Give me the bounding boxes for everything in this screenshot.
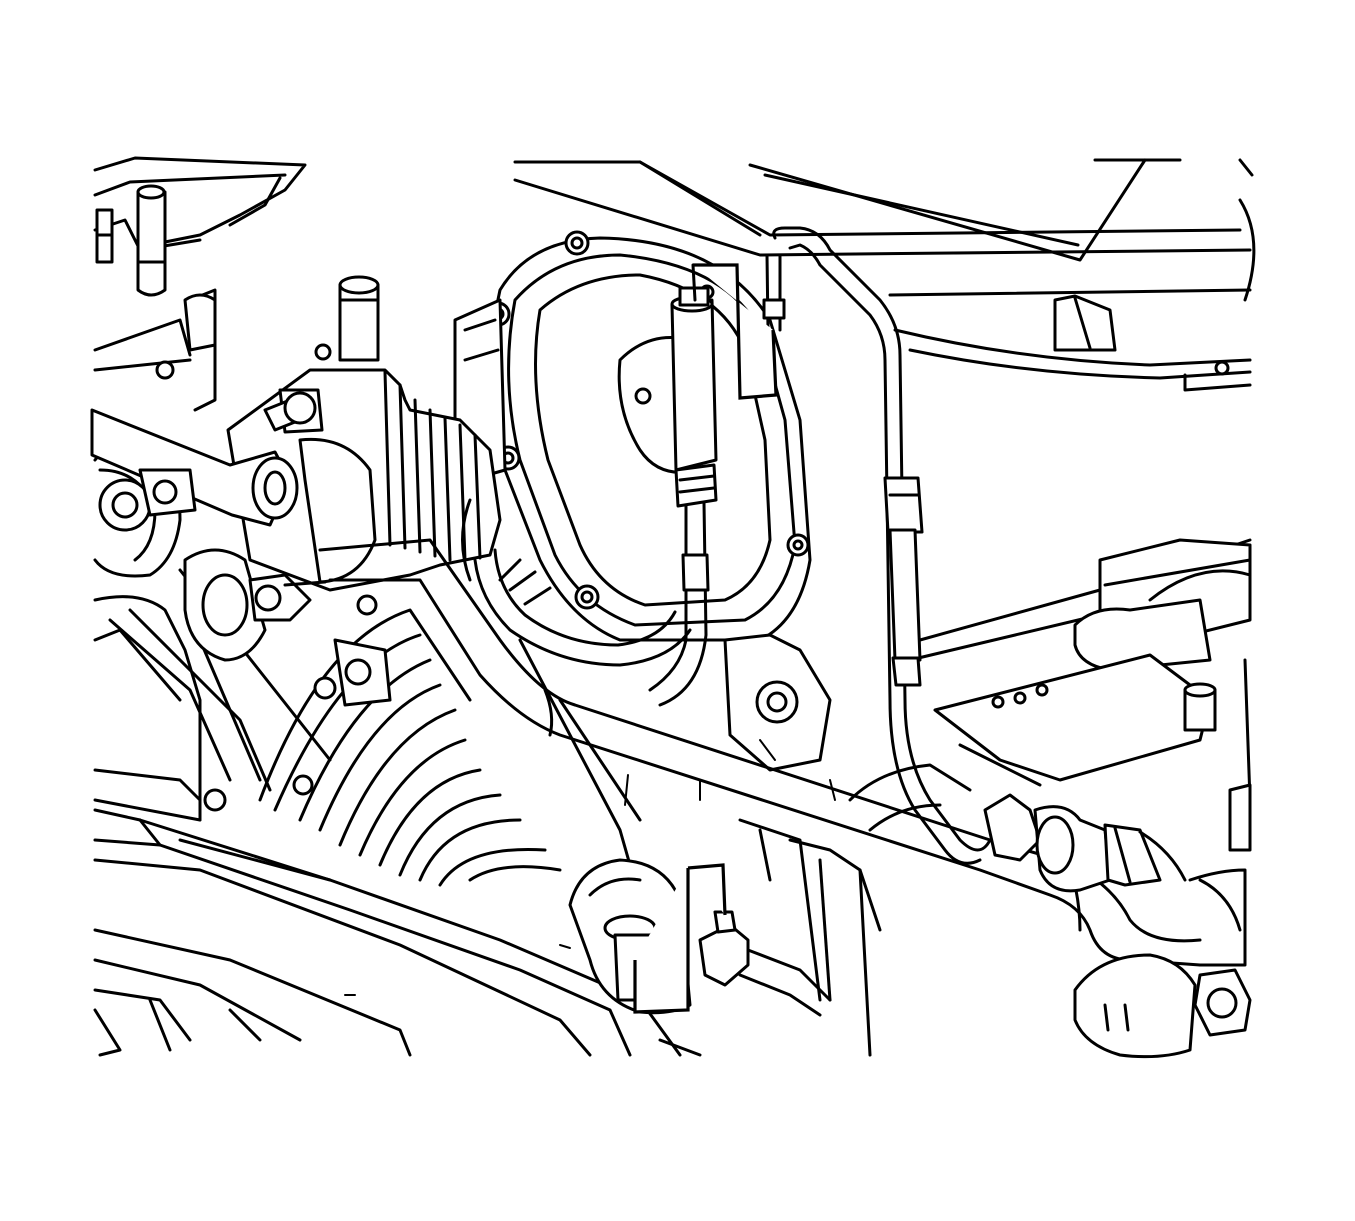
pipe-connector [983, 783, 1252, 1059]
vacuum-line [648, 253, 786, 707]
callout-lower [633, 863, 727, 1014]
valve-cluster [138, 468, 392, 707]
vacuum-pump-cover [485, 230, 812, 642]
mounting-bracket [93, 808, 682, 1057]
upper-left-bracket [93, 156, 307, 297]
rigid-vacuum-pipe [772, 226, 992, 865]
upper-right-panel [513, 158, 1256, 392]
upper-intake-pipe [90, 275, 380, 527]
lower-center-assembly [568, 763, 972, 1057]
callout-upper [691, 263, 778, 400]
coolant-hose [461, 498, 692, 667]
flywheel-housing [203, 608, 642, 902]
detail-marks [624, 739, 836, 806]
right-bracket-assembly [908, 538, 1252, 802]
